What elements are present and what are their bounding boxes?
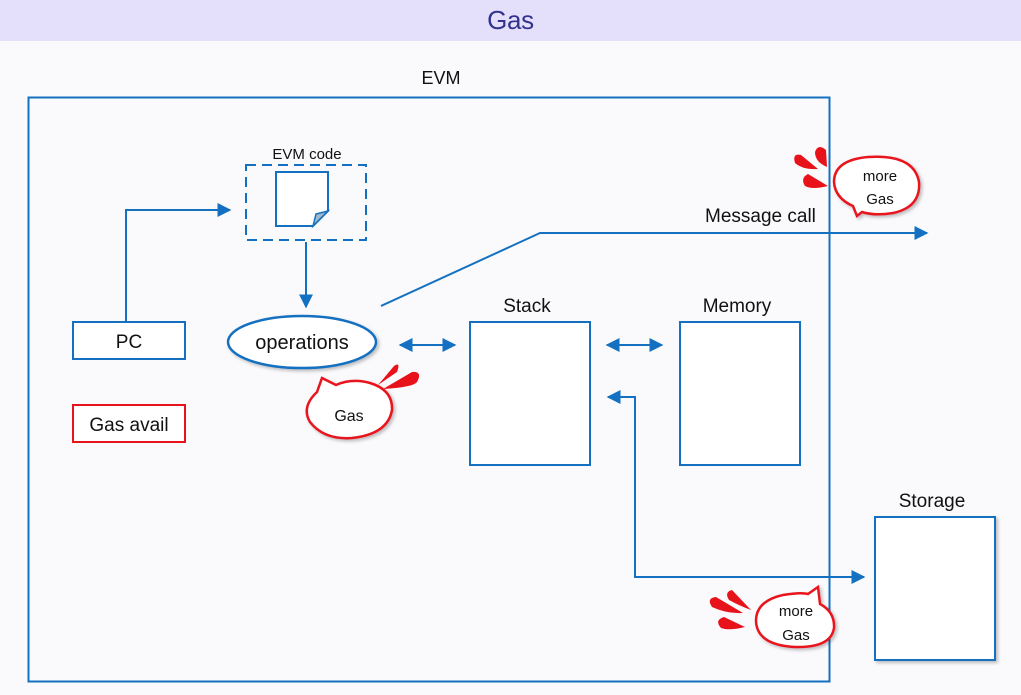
evm-code-label: EVM code (272, 146, 341, 163)
operations-ellipse (226, 314, 378, 370)
evm-container (27, 96, 831, 683)
operations-label: operations (255, 332, 348, 354)
message-call-arrow (380, 226, 929, 307)
slide-title: Gas (487, 5, 534, 35)
gas-bubble-text: Gas (334, 408, 363, 425)
gas-speech-bubble: Gas (305, 376, 394, 440)
storage-box (874, 516, 996, 661)
storage-bubble-line-2: Gas (782, 627, 810, 644)
gas-avail-box (72, 404, 186, 443)
memory-box (679, 321, 801, 466)
stack-box (469, 321, 591, 466)
storage-gas-bubble: more Gas (754, 584, 836, 649)
evm-code-box (245, 164, 367, 241)
gas-drops-icon (709, 590, 751, 630)
pc-label: PC (116, 332, 142, 353)
storage-stack-arrow (606, 390, 866, 584)
document-icon (275, 171, 331, 229)
storage-bubble-line-1: more (779, 603, 813, 620)
gas-drops-icon (378, 364, 420, 389)
memory-label: Memory (703, 296, 772, 317)
message-call-bubble-line-2: Gas (866, 191, 894, 208)
message-call-gas-bubble: more Gas (832, 155, 921, 219)
evm-label: EVM (421, 68, 460, 88)
storage-label: Storage (899, 491, 966, 512)
pc-box (72, 321, 186, 360)
gas-avail-label: Gas avail (89, 415, 168, 436)
message-call-bubble-line-1: more (863, 168, 897, 185)
gas-drops-icon (794, 146, 828, 188)
slide-title-bar: Gas (0, 0, 1021, 41)
stack-label: Stack (503, 296, 551, 317)
message-call-label: Message call (705, 206, 816, 227)
pc-to-code-arrow (125, 203, 232, 321)
